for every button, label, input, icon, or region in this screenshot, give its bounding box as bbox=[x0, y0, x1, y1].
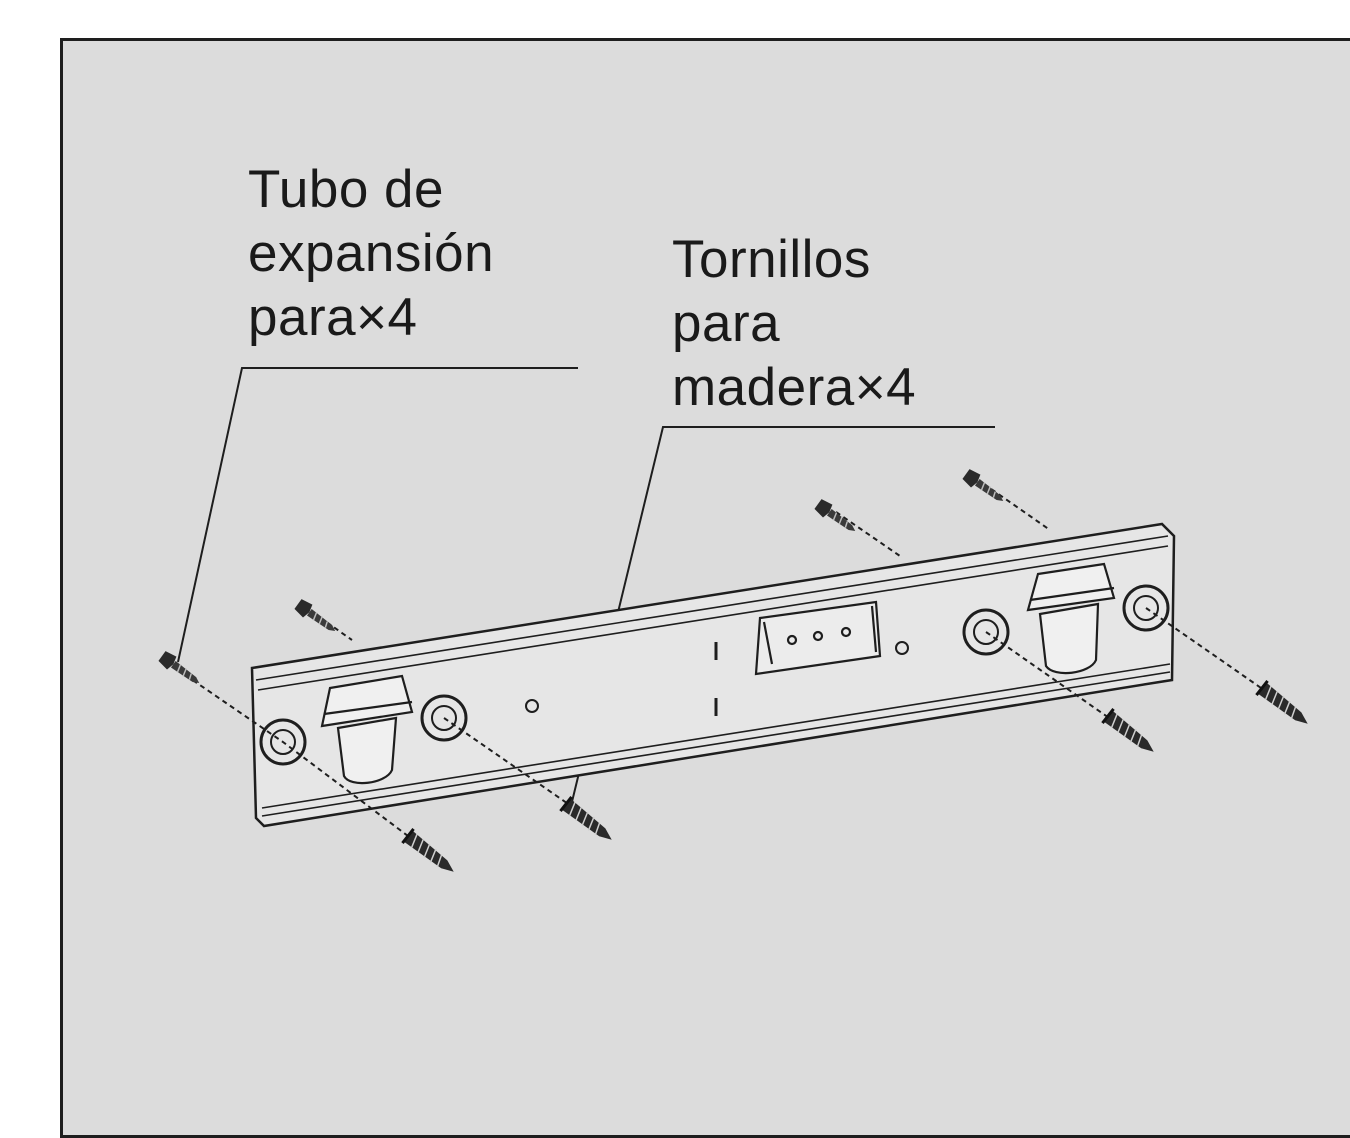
mounting-holes bbox=[259, 584, 1170, 766]
expansion-tube-label-line2: expansión bbox=[248, 224, 495, 283]
wood-screws-label: Tornillos para madera×4 bbox=[672, 228, 916, 420]
expansion-tube-label: Tubo de expansión para×4 bbox=[248, 158, 494, 350]
wall-bracket bbox=[250, 522, 1176, 828]
expansion-tube-3 bbox=[812, 496, 861, 539]
bracket-hook-right bbox=[1026, 562, 1116, 675]
expansion-tube-label-line1: Tubo de bbox=[248, 160, 445, 219]
insertion-guides bbox=[177, 483, 1265, 843]
expansion-tube-1 bbox=[156, 648, 205, 691]
wood-screw-2 bbox=[558, 795, 619, 849]
wood-screw-3 bbox=[1100, 707, 1161, 761]
expansion-tube-2 bbox=[292, 596, 341, 639]
wood-screws-label-line2: para bbox=[672, 294, 781, 353]
expansion-tube-4 bbox=[960, 466, 1009, 509]
bracket-connector bbox=[754, 600, 882, 676]
wood-screws-label-line1: Tornillos bbox=[672, 230, 871, 289]
wood-screws-label-line3: madera×4 bbox=[672, 358, 917, 417]
wood-screw-4 bbox=[1254, 679, 1315, 733]
expansion-tube-label-line3: para×4 bbox=[248, 288, 418, 347]
leader-line-expansion bbox=[177, 367, 578, 663]
bracket-hook-left bbox=[320, 674, 414, 785]
wood-screw-1 bbox=[400, 827, 461, 881]
